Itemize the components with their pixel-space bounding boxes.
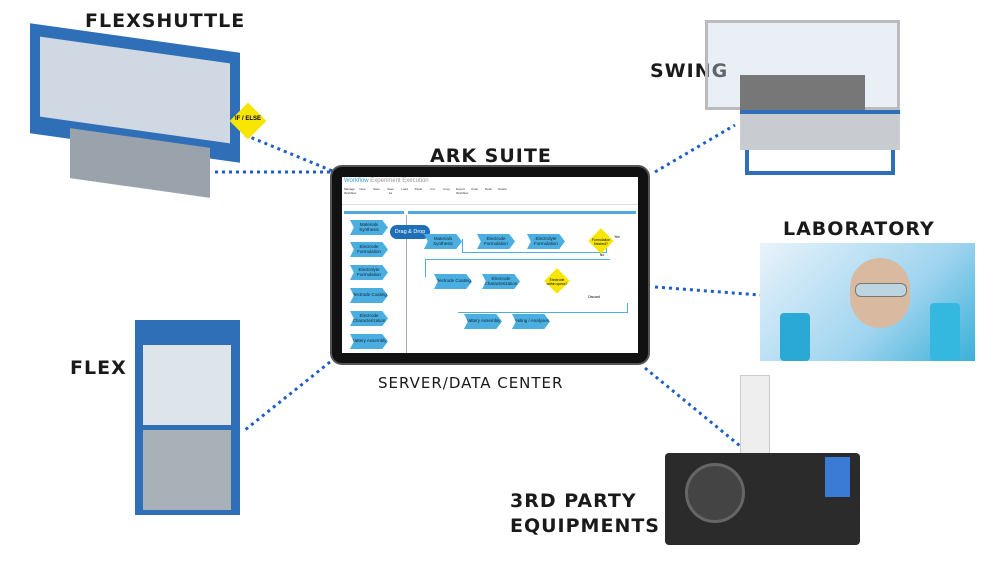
tool-save-as[interactable]: Save As [387, 187, 394, 195]
screen-tabs: Workflow Experiment Execution [342, 177, 638, 185]
tool-load[interactable]: Load [401, 187, 408, 191]
swing-machine [700, 15, 905, 190]
tool-copy[interactable]: Copy [442, 187, 450, 191]
tool-cut[interactable]: Cut [430, 187, 435, 191]
palette-item[interactable]: Materials Synthesis [350, 220, 388, 235]
discard-label: Discard [588, 295, 600, 299]
flow-step[interactable]: Electrolyte Formulation [527, 234, 565, 249]
label-equipments: EQUIPMENTS [510, 515, 660, 537]
if-else-sign: IF / ELSE [234, 116, 261, 122]
tool-undo[interactable]: Undo [470, 187, 479, 191]
tool-manage-workflow[interactable]: Manage Workflow [344, 187, 357, 195]
ark-suite-screen: Workflow Experiment Execution Manage Wor… [342, 177, 638, 353]
label-ark-suite: ARK SUITE [430, 145, 552, 167]
ark-suite-tablet: Workflow Experiment Execution Manage Wor… [330, 165, 650, 365]
yes-label: Yes [614, 235, 620, 239]
label-flexshuttle: FLEXSHUTTLE [85, 10, 246, 32]
palette-item[interactable]: Electrode Characterization [350, 311, 388, 326]
palette-header [344, 211, 404, 214]
decision-formulation-text: Formulation finished? [591, 238, 611, 246]
flow-step[interactable]: Battery Assembly [464, 314, 502, 329]
flow-step[interactable]: Testing / Analyses [512, 314, 550, 329]
third-party-equipment [665, 375, 860, 545]
tab-execution[interactable]: Execution [402, 178, 429, 184]
tool-export[interactable]: Export Workflow [456, 187, 469, 195]
tool-paste[interactable]: Paste [414, 187, 423, 191]
no-label: No [599, 253, 605, 257]
palette-item[interactable]: Electrode Formulation [350, 242, 388, 257]
palette-item[interactable]: Battery Assembly [350, 334, 388, 349]
label-flex: FLEX [70, 357, 127, 379]
tool-redo[interactable]: Redo [484, 187, 493, 191]
flexshuttle-machine: IF / ELSE [30, 23, 267, 198]
drag-drop-badge: Drag & Drop [390, 225, 430, 239]
tool-delete[interactable]: Delete [498, 187, 507, 191]
label-3rd-party: 3RD PARTY [510, 490, 637, 512]
tab-experiment[interactable]: Experiment [370, 178, 401, 184]
palette-item[interactable]: Electrode Coating [350, 288, 388, 303]
flex-machine [135, 320, 245, 525]
decision-electrode-text: Electrode within specs? [546, 278, 568, 286]
palette-item[interactable]: Electrolyte Formulation [350, 265, 388, 280]
flow-step[interactable]: Electrode Coating [434, 274, 472, 289]
flow-step[interactable]: Materials Synthesis [424, 234, 462, 249]
toolbar: Manage Workflow New Save Save As Load Pa… [342, 185, 638, 205]
flow-step[interactable]: Electrode Formulation [477, 234, 515, 249]
tab-workflow[interactable]: Workflow [344, 178, 369, 184]
flow-step[interactable]: Electrode Characterization [482, 274, 520, 289]
tool-save[interactable]: Save [373, 187, 380, 191]
laboratory-image [760, 243, 975, 361]
label-laboratory: LABORATORY [783, 218, 935, 240]
canvas-header [408, 211, 636, 214]
tool-new[interactable]: New [359, 187, 366, 191]
label-server: SERVER/DATA CENTER [378, 374, 564, 392]
